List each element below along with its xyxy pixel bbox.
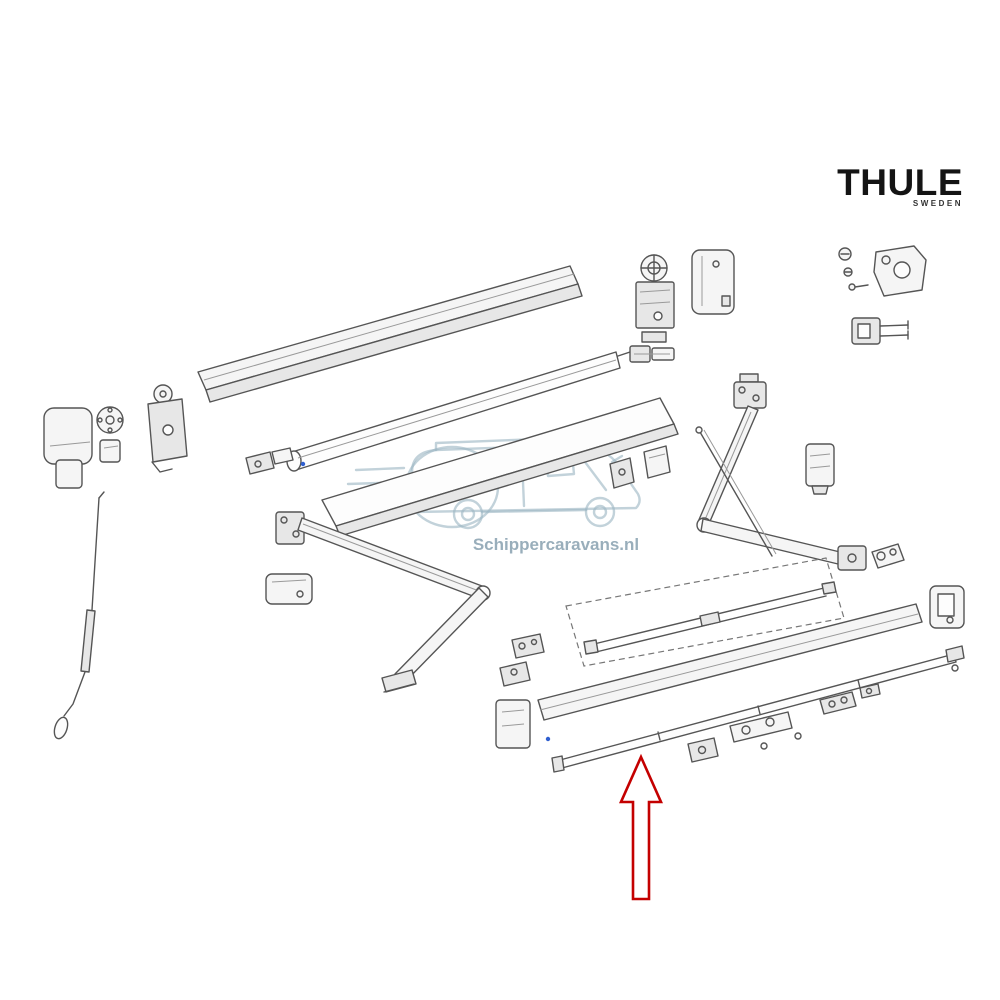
right-spring-arm xyxy=(695,373,867,571)
brand-logo: THULE SWEDEN xyxy=(837,162,963,208)
watermark-text: Schippercaravans.nl xyxy=(473,535,639,554)
fabric-clips xyxy=(609,445,671,489)
case-lid-profile xyxy=(197,265,583,403)
motor-gear-unit xyxy=(635,254,675,343)
crank-handle xyxy=(53,491,105,740)
right-end-plate xyxy=(929,585,965,629)
top-right-plate xyxy=(873,245,927,297)
coupler xyxy=(629,345,675,363)
rail-end-cap xyxy=(495,699,531,749)
roller-fitting-left xyxy=(245,447,294,475)
bottom-tension-rail xyxy=(551,645,965,773)
left-mount-bracket xyxy=(147,384,188,473)
top-right-screws xyxy=(838,247,869,291)
brand-logo-text: THULE xyxy=(837,162,963,203)
small-clips xyxy=(499,633,545,687)
dashed-optional-rod-kit xyxy=(565,557,845,667)
pointer-arrow xyxy=(618,753,664,901)
arm-cover-box xyxy=(265,573,313,605)
right-clamp xyxy=(871,543,905,569)
left-spring-arm xyxy=(275,511,491,693)
left-end-cap xyxy=(43,407,93,489)
round-knob xyxy=(96,406,124,463)
roller-tube xyxy=(286,346,643,472)
front-lead-rail xyxy=(537,603,923,721)
right-box-bracket xyxy=(805,443,835,495)
bottom-rail-fittings xyxy=(687,683,881,763)
pin-bracket xyxy=(851,317,909,345)
motor-cover xyxy=(691,249,735,315)
blue-part-markers xyxy=(300,461,551,742)
brand-logo-subtext: SWEDEN xyxy=(913,199,963,208)
